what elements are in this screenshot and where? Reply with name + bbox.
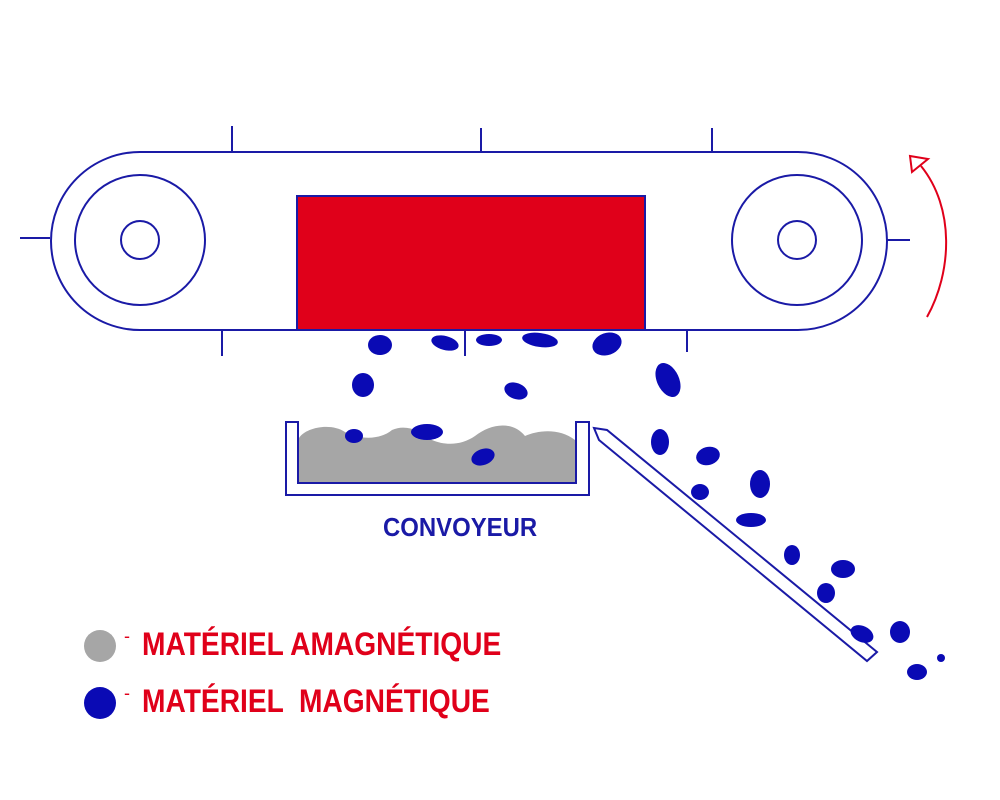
magnetic-particle (592, 332, 622, 356)
magnetic-particle (937, 654, 945, 662)
magnetic-particle (655, 363, 681, 397)
magnetic-particle (750, 470, 770, 498)
magnetic-particle (411, 424, 443, 440)
magnetic-particle (831, 560, 855, 578)
magnet-block (296, 195, 646, 331)
magnetic-particle (890, 621, 910, 643)
magnetic-particle (907, 664, 927, 680)
conveyor-bin-outline (285, 421, 590, 496)
magnetic-particle (471, 448, 495, 466)
legend-dash: - (124, 626, 130, 646)
legend-text-non-magnetic: MATÉRIEL AMAGNÉTIQUE (142, 626, 502, 662)
magnetic-particle (431, 335, 459, 351)
magnetic-particle (476, 334, 502, 346)
magnetic-particle (522, 332, 558, 348)
magnetic-particle (345, 429, 363, 443)
curved-arrow-icon (908, 154, 948, 318)
legend-dash: - (124, 683, 130, 703)
magnetic-particle (784, 545, 800, 565)
magnetic-particle (368, 335, 392, 355)
magnetic-particle (504, 382, 528, 400)
conveyor-label: CONVOYEUR (383, 512, 538, 542)
legend-dot-grey (84, 630, 116, 662)
magnetic-particles (345, 332, 945, 680)
magnetic-particle (736, 513, 766, 527)
magnetic-particle (850, 625, 874, 643)
non-magnetic-pile (299, 425, 575, 482)
conveyor-bin (285, 421, 590, 496)
magnetic-particle (651, 429, 669, 455)
legend-dot-blue (84, 687, 116, 719)
legend-text-magnetic: MATÉRIEL MAGNÉTIQUE (142, 683, 490, 719)
belt-loop (50, 151, 888, 331)
discharge-ramp (592, 426, 879, 663)
left-pulley (74, 174, 206, 306)
magnetic-particle (691, 484, 709, 500)
magnetic-particle (352, 373, 374, 397)
right-pulley (731, 174, 863, 306)
belt (20, 126, 910, 356)
magnetic-particle (817, 583, 835, 603)
magnetic-particle (696, 446, 720, 466)
